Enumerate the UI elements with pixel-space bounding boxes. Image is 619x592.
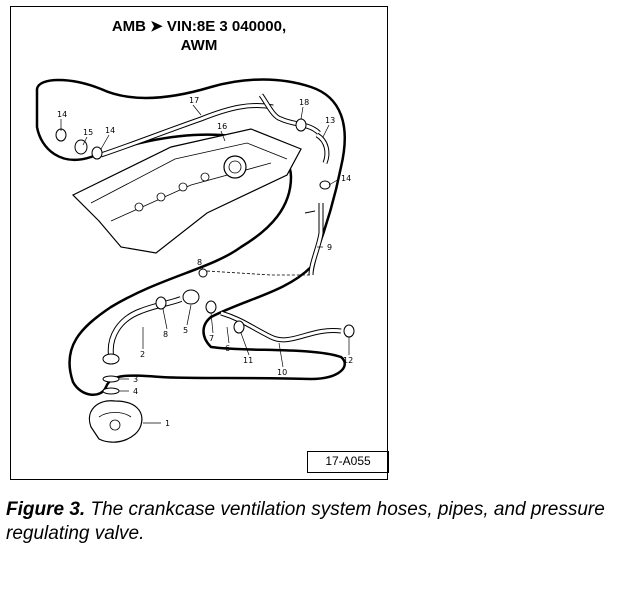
cylinder-head-cover [71,128,302,254]
lower-breather-hoses [102,268,355,365]
callout-15: 15 [83,128,93,137]
callout-12: 12 [343,356,353,365]
callout-leaders [60,104,350,424]
header-line-1: AMB ➤ VIN:8E 3 040000, [111,18,287,35]
figure-caption: Figure 3. The crankcase ventilation syst… [6,498,606,546]
figure-frame: AMB ➤ VIN:8E 3 040000, AWM [10,6,389,480]
callout-3: 3 [133,375,138,384]
hose-group-outline [35,78,346,396]
caption-text: The crankcase ventilation system hoses, … [6,499,605,544]
callout-4: 4 [133,387,138,396]
callout-18: 18 [299,98,309,107]
callout-16: 16 [217,122,227,131]
callout-8: 8 [163,330,168,339]
elbow-and-pipe [304,132,331,276]
figure-reference-code: 17-A055 [307,451,389,473]
callout-14-left: 14 [57,110,67,119]
callout-14-mid: 14 [105,126,115,135]
callout-14-right: 14 [341,174,351,183]
header-line-2: AWM [180,37,218,54]
caption-label: Figure 3. [6,499,86,520]
callout-13: 13 [325,116,335,125]
callout-11: 11 [243,356,253,365]
callout-1: 1 [165,419,170,428]
callout-17: 17 [189,96,199,105]
callout-numbers: 14 15 14 17 16 18 13 14 9 8 2 8 5 7 6 11… [57,96,353,428]
pressure-regulating-valve [88,375,143,443]
callout-8-upper: 8 [197,258,202,267]
callout-9: 9 [327,243,332,252]
callout-5: 5 [183,326,188,335]
callout-6: 6 [225,344,230,353]
figure-header: AMB ➤ VIN:8E 3 040000, AWM [11,17,387,55]
callout-2: 2 [140,350,145,359]
callout-10: 10 [277,368,287,377]
crankcase-ventilation-diagram: 14 15 14 17 16 18 13 14 9 8 2 8 5 7 6 11… [35,78,355,443]
callout-7: 7 [209,334,214,343]
